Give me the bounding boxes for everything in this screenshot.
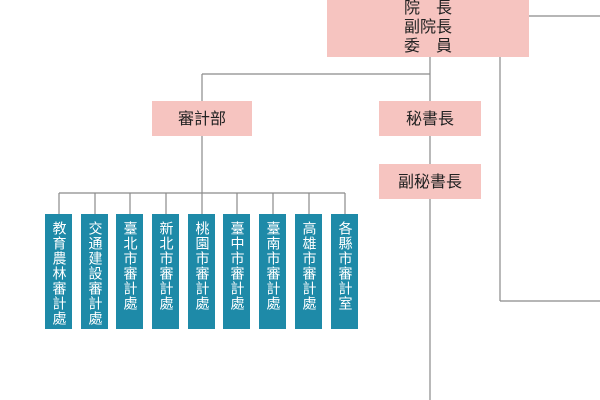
office-counties-cities: 各縣市審計室 xyxy=(331,214,358,329)
office-taoyuan: 桃園市審計處 xyxy=(188,214,215,329)
deputy-secretary-general-label: 副秘書長 xyxy=(397,172,462,191)
office-kaohsiung: 高雄市審計處 xyxy=(295,214,322,329)
secretary-general-label: 秘書長 xyxy=(405,109,454,128)
audit-dept-box: 審計部 xyxy=(152,101,252,136)
leadership-line-3: 委 員 xyxy=(403,36,452,55)
office-new-taipei: 新北市審計處 xyxy=(152,214,179,329)
office-education-agriculture: 教育農林審計處 xyxy=(45,214,72,329)
office-transport-construction: 交通建設審計處 xyxy=(81,214,108,329)
office-label: 桃園市審計處 xyxy=(193,221,210,311)
office-label: 高雄市審計處 xyxy=(300,221,317,311)
leadership-line-2: 副院長 xyxy=(403,17,452,36)
office-label: 臺南市審計處 xyxy=(264,221,281,311)
office-label: 教育農林審計處 xyxy=(50,221,67,326)
secretary-general-box: 秘書長 xyxy=(379,101,481,136)
office-label: 臺北市審計處 xyxy=(121,221,138,311)
office-label: 新北市審計處 xyxy=(157,221,174,311)
office-label: 臺中市審計處 xyxy=(228,221,245,311)
office-tainan: 臺南市審計處 xyxy=(259,214,286,329)
leadership-box: 院 長 副院長 委 員 xyxy=(327,0,529,57)
office-label: 各縣市審計室 xyxy=(336,221,353,311)
audit-dept-label: 審計部 xyxy=(177,109,226,128)
deputy-secretary-general-box: 副秘書長 xyxy=(379,164,481,199)
office-label: 交通建設審計處 xyxy=(86,221,103,326)
leadership-line-1: 院 長 xyxy=(403,0,452,17)
office-taipei: 臺北市審計處 xyxy=(116,214,143,329)
office-taichung: 臺中市審計處 xyxy=(223,214,250,329)
